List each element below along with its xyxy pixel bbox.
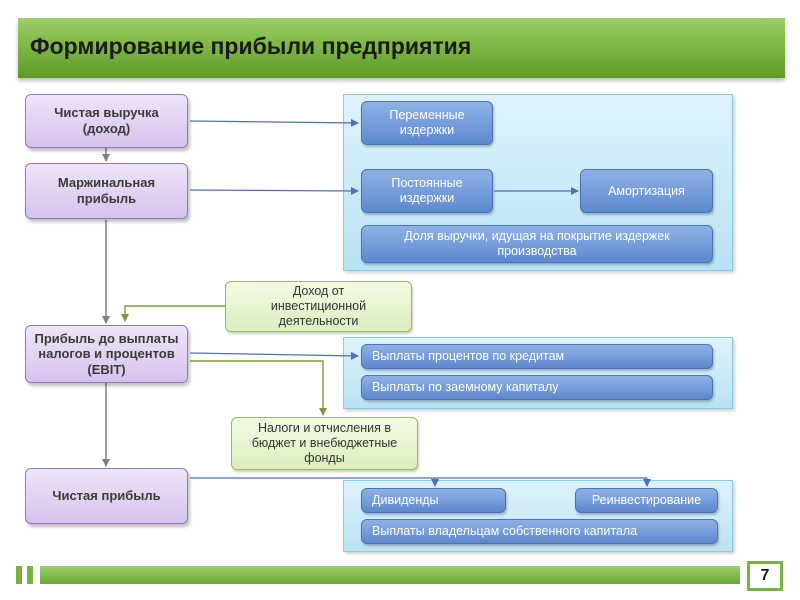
variable-costs-box: Переменные издержки	[361, 101, 493, 145]
footer-tick-2	[27, 566, 33, 584]
arrow-ebit-to-taxes	[190, 360, 327, 416]
arrow-investment-to-ebit	[121, 305, 225, 322]
reinvestment-box: Реинвестирование	[575, 488, 718, 513]
revenue-share-box: Доля выручки, идущая на покрытие издерже…	[361, 225, 713, 263]
borrowed-capital-box: Выплаты по заемному капиталу	[361, 375, 713, 400]
credit-interest-box: Выплаты процентов по кредитам	[361, 344, 713, 369]
arrow-to-fixed-costs	[189, 186, 359, 195]
dividends-box: Дивиденды	[361, 488, 506, 513]
owner-payments-box: Выплаты владельцам собственного капитала	[361, 519, 718, 544]
investment-income-box: Доход от инвестиционной деятельности	[225, 281, 412, 332]
depreciation-box: Амортизация	[580, 169, 713, 213]
footer-bar	[40, 566, 740, 584]
net-profit-box: Чистая прибыль	[25, 468, 188, 524]
marginal-profit-box: Маржинальная прибыль	[25, 163, 188, 219]
footer-tick-1	[16, 566, 22, 584]
page-title: Формирование прибыли предприятия	[30, 33, 472, 59]
taxes-box: Налоги и отчисления в бюджет и внебюджет…	[231, 417, 418, 470]
fixed-costs-box: Постоянные издержки	[361, 169, 493, 213]
arrow-to-variable-costs	[189, 118, 359, 127]
arrow-ebit-to-interest	[189, 351, 359, 360]
page-number: 7	[747, 561, 783, 591]
net-revenue-box: Чистая выручка (доход)	[25, 94, 188, 148]
title-bar	[18, 18, 785, 78]
ebit-box: Прибыль до выплаты налогов и процентов (…	[25, 325, 188, 383]
